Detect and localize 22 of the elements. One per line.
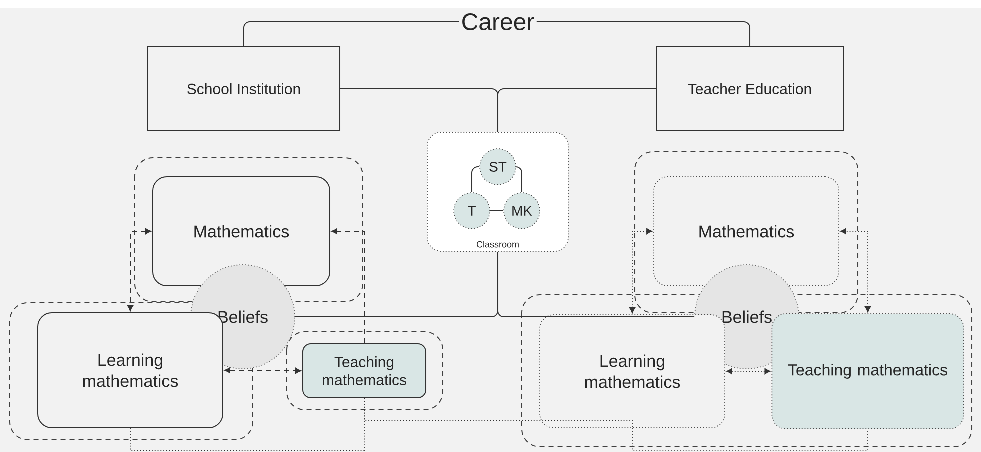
concept-box: Mathematics <box>152 176 330 286</box>
heading-text: Career <box>462 14 534 30</box>
connector-line <box>516 166 522 194</box>
arrow <box>726 368 771 375</box>
connector-line <box>536 22 750 47</box>
connector-line <box>498 251 696 318</box>
concept-box: Teaching mathematics <box>302 344 426 398</box>
connector-line <box>490 210 504 212</box>
connector-line <box>498 88 656 133</box>
concept-box: Mathematics <box>654 176 840 286</box>
connector-line <box>244 22 460 47</box>
connector-line <box>364 398 633 429</box>
arrow <box>332 228 365 344</box>
arrow <box>224 368 302 374</box>
category-box: School Institution <box>148 46 340 132</box>
connector-line <box>632 428 868 451</box>
arrow <box>629 228 653 314</box>
arrow <box>840 228 872 313</box>
concept-box: Teaching mathematics <box>772 314 964 430</box>
connector-line <box>130 398 365 451</box>
arrow <box>128 228 152 312</box>
category-box: Teacher Education <box>656 46 844 132</box>
